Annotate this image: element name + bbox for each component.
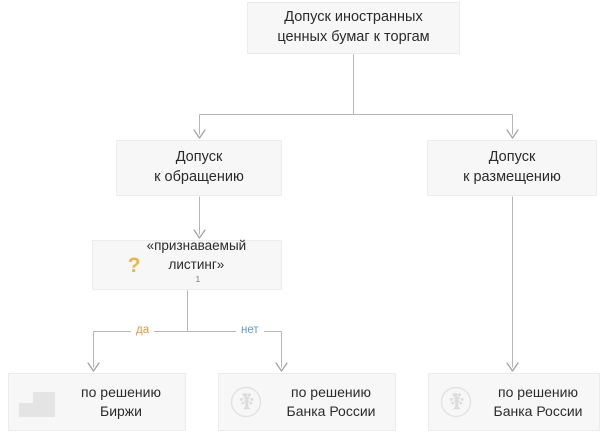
node-cbr-1-label: по решению Банка России bbox=[286, 384, 376, 419]
node-cbr-2-label: по решению Банка России bbox=[493, 384, 583, 419]
edge-label-yes: да bbox=[131, 324, 155, 337]
listing-text-wrap: «признаваемый листинг»1 bbox=[147, 237, 247, 292]
cbr2-row: по решению Банка России bbox=[439, 383, 599, 421]
node-admission-to-circulation[interactable]: Допуск к обращению bbox=[116, 140, 282, 196]
question-mark-icon: ? bbox=[127, 253, 141, 277]
node-root-admission[interactable]: Допуск иностранных ценных бумаг к торгам bbox=[247, 2, 460, 54]
node-admission-to-placement[interactable]: Допуск к размещению bbox=[427, 140, 597, 196]
bank-of-russia-emblem-icon bbox=[439, 385, 473, 419]
node-root-label: Допуск иностранных ценных бумаг к торгам bbox=[277, 9, 430, 45]
moex-mark-shape bbox=[19, 387, 55, 417]
node-result-exchange-decision[interactable]: по решению Биржи bbox=[8, 373, 186, 431]
moex-mark-lower-block bbox=[19, 403, 35, 417]
node-circulation-label: Допуск к обращению bbox=[154, 149, 244, 185]
cbr-emblem-shape bbox=[230, 386, 262, 418]
bank-of-russia-emblem-icon bbox=[229, 385, 263, 419]
cbr-emblem-shape bbox=[440, 386, 472, 418]
listing-inner: ? «признаваемый листинг»1 bbox=[128, 237, 246, 292]
node-listing-label: «признаваемый листинг» bbox=[146, 238, 247, 272]
node-placement-label: Допуск к размещению bbox=[463, 149, 561, 185]
moex-mark-upper-block bbox=[33, 392, 55, 417]
node-exchange-label: по решению Биржи bbox=[81, 384, 161, 419]
edge-label-no: нет bbox=[236, 324, 264, 337]
node-recognized-listing-decision[interactable]: ? «признаваемый листинг»1 bbox=[92, 237, 282, 292]
exchange-row: по решению Биржи bbox=[19, 383, 185, 421]
cbr1-row: по решению Банка России bbox=[229, 383, 395, 421]
footnote-reference: 1 bbox=[195, 273, 201, 284]
node-result-cbr-from-placement[interactable]: по решению Банка России bbox=[428, 373, 600, 431]
node-result-cbr-from-no[interactable]: по решению Банка России bbox=[218, 373, 396, 431]
moscow-exchange-logo-icon bbox=[19, 385, 55, 419]
